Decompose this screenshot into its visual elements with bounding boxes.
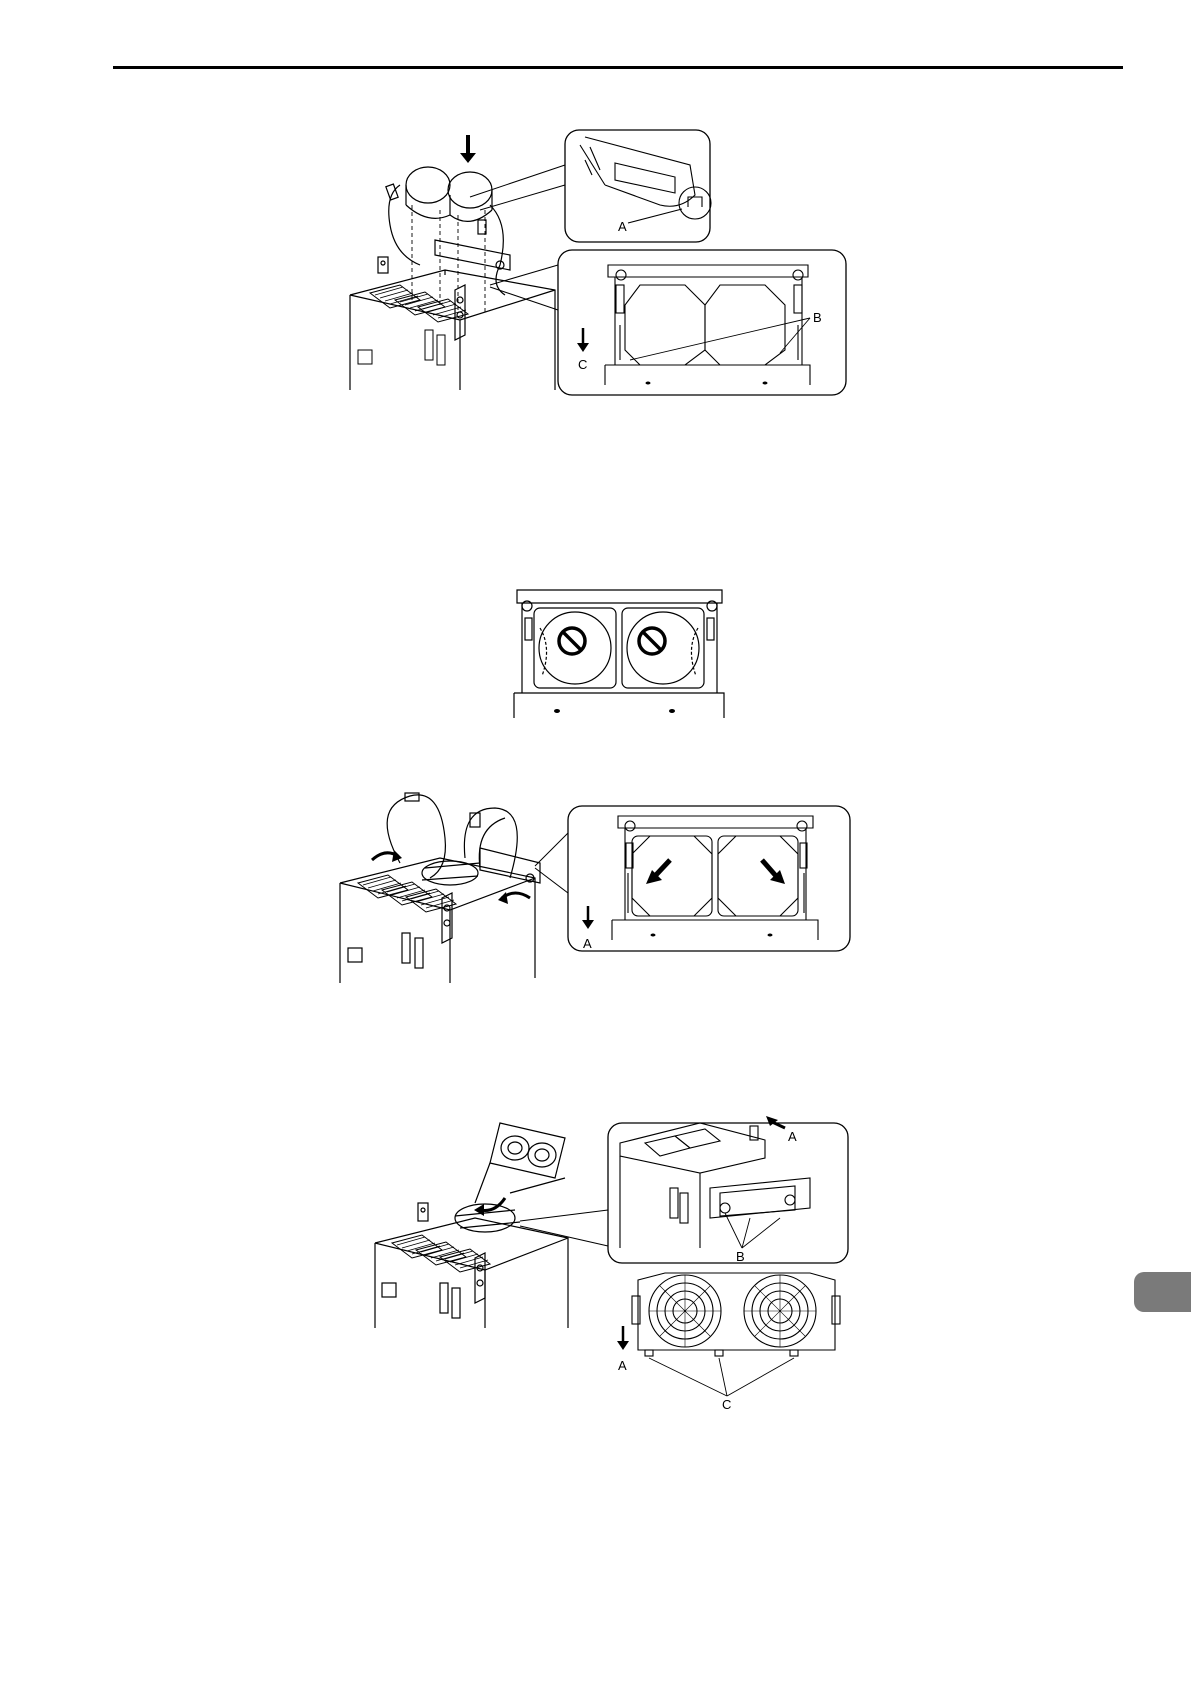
figure-fan-wrong-orientation (512, 588, 727, 718)
figure-fan-install: A B C (340, 125, 920, 430)
callout-b-label: B (736, 1249, 745, 1264)
figure-fan-wrong-orientation-drawing (512, 588, 727, 718)
chapter-tab (1134, 1272, 1191, 1312)
callout-a-label: A (583, 936, 592, 951)
callout-a-label: A (618, 219, 627, 234)
figure-fan-finger-guard: A B A (370, 1118, 880, 1420)
figure-fan-cable-routing: A (330, 788, 905, 988)
callout-c-label: C (578, 357, 587, 372)
callout-b-label: B (813, 310, 822, 325)
callout-a-top-label: A (788, 1129, 797, 1144)
figure-fan-install-drawing: A B C (340, 125, 920, 430)
prohibited-icon (639, 628, 665, 654)
figure-fan-finger-guard-drawing: A B A (370, 1118, 880, 1420)
figure-fan-cable-routing-drawing: A (330, 788, 905, 988)
callout-c-label: C (722, 1397, 731, 1412)
callout-a-bottom-label: A (618, 1358, 627, 1373)
prohibited-icon (559, 628, 585, 654)
header-rule (113, 66, 1123, 69)
